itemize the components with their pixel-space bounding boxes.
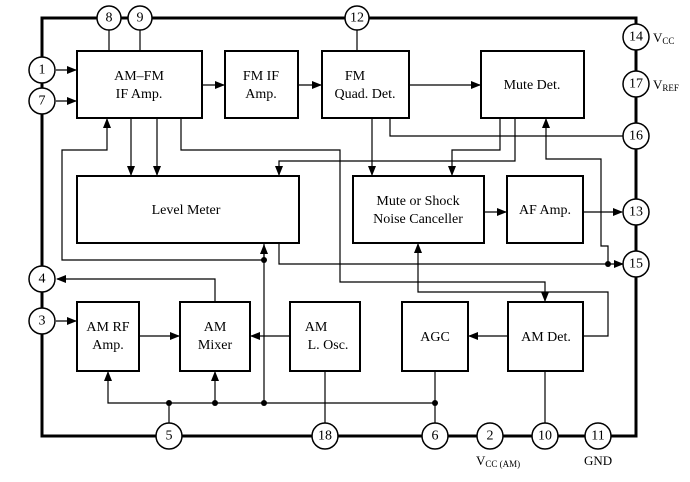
pin-3-label: 3 — [39, 314, 46, 329]
vref-label: VREF — [653, 77, 679, 93]
gnd-label: GND — [584, 453, 612, 468]
pin-9 — [127, 5, 153, 31]
pin-3 — [28, 307, 56, 335]
pin-15-label: 15 — [629, 257, 643, 272]
block-af-amp — [506, 175, 584, 244]
junction-dot — [605, 261, 611, 267]
pin-13 — [622, 198, 650, 226]
label-agc: AGC — [420, 330, 450, 345]
pin-16-label: 16 — [629, 129, 643, 144]
pin-4-label: 4 — [39, 272, 46, 287]
junction-dot — [166, 400, 172, 406]
pin-12 — [344, 5, 370, 31]
label-level-meter: Level Meter — [152, 203, 221, 218]
pin-2 — [476, 422, 504, 450]
pin-11 — [584, 422, 612, 450]
block-am-losc — [289, 301, 361, 372]
pin-4 — [28, 265, 56, 293]
block-level-meter — [76, 175, 300, 244]
label-am-mixer-2: Mixer — [198, 338, 233, 353]
wire-quad-to-pin16 — [389, 118, 623, 137]
label-fm-quad-1: FM — [345, 69, 366, 84]
wire-pin15-loop — [61, 118, 264, 261]
block-fm-if-amp — [224, 50, 299, 119]
junction-dot — [261, 400, 267, 406]
pin-9-label: 9 — [137, 11, 144, 26]
junction-dot — [432, 400, 438, 406]
wire-mutedet-to-level — [275, 118, 516, 176]
label-amfm-if-1: AM–FM — [114, 69, 164, 84]
label-am-det: AM Det. — [521, 330, 571, 345]
wire-mixer-to-pin4 — [56, 275, 216, 302]
block-mute-shock-nc — [352, 175, 485, 244]
junction-dot — [261, 257, 267, 263]
pin-16 — [622, 122, 650, 150]
vcc-main-label: VCC — [653, 30, 674, 46]
pin-6 — [421, 422, 449, 450]
pin-2-label: 2 — [487, 429, 494, 444]
ic-outline — [40, 16, 638, 438]
wire-pin15-to-mutedet — [542, 118, 609, 264]
block-amfm-if-amp — [76, 50, 203, 119]
pin-14-label: 14 — [629, 30, 643, 45]
pin-17-label: 17 — [629, 77, 643, 92]
pin-1-label: 1 — [39, 63, 46, 78]
pin-10-label: 10 — [538, 429, 552, 444]
pin-12-label: 12 — [350, 11, 364, 26]
pin-11-label: 11 — [591, 429, 604, 444]
wire-mutedet-to-mnc — [448, 118, 501, 176]
label-fm-if-2: Amp. — [245, 87, 277, 102]
pin-7 — [28, 87, 56, 115]
label-am-rf-2: Amp. — [92, 338, 124, 353]
label-am-losc-2: L. Osc. — [308, 338, 349, 353]
pin-14 — [622, 23, 650, 51]
pin-8 — [96, 5, 122, 31]
pin-13-label: 13 — [629, 205, 643, 220]
label-mute-shock-1: Mute or Shock — [376, 194, 459, 209]
label-amfm-if-2: IF Amp. — [116, 87, 163, 102]
wire-amfm-to-amdet — [180, 118, 549, 302]
label-am-mixer-1: AM — [204, 320, 227, 335]
pin-17 — [622, 70, 650, 98]
pin-1 — [28, 56, 56, 84]
pin-5 — [155, 422, 183, 450]
block-agc — [401, 301, 469, 372]
pin-5-label: 5 — [166, 429, 173, 444]
junction-dot — [212, 400, 218, 406]
pin-8-label: 8 — [106, 11, 113, 26]
wire-amdet-to-mnc — [414, 243, 609, 337]
block-fm-quad-det — [321, 50, 410, 119]
pin-6-label: 6 — [432, 429, 439, 444]
label-mute-det: Mute Det. — [504, 78, 561, 93]
label-am-rf-1: AM RF — [86, 320, 129, 335]
wire-agc-bus — [104, 371, 436, 404]
vcc-am-label: VCC (AM) — [476, 453, 520, 469]
pin-18-label: 18 — [318, 429, 332, 444]
block-mute-det — [480, 50, 585, 119]
label-mute-shock-2: Noise Canceller — [373, 212, 463, 227]
label-fm-quad-2: Quad. Det. — [334, 87, 395, 102]
label-am-losc-1: AM — [305, 320, 328, 335]
pin-7-label: 7 — [39, 94, 46, 109]
wire-level-to-pin15 — [278, 243, 624, 268]
pin-15 — [622, 250, 650, 278]
label-af-amp: AF Amp. — [519, 203, 571, 218]
block-am-mixer — [179, 301, 251, 372]
block-am-rf-amp — [76, 301, 140, 372]
label-fm-if-1: FM IF — [243, 69, 279, 84]
pin-10 — [531, 422, 559, 450]
pin-18 — [311, 422, 339, 450]
